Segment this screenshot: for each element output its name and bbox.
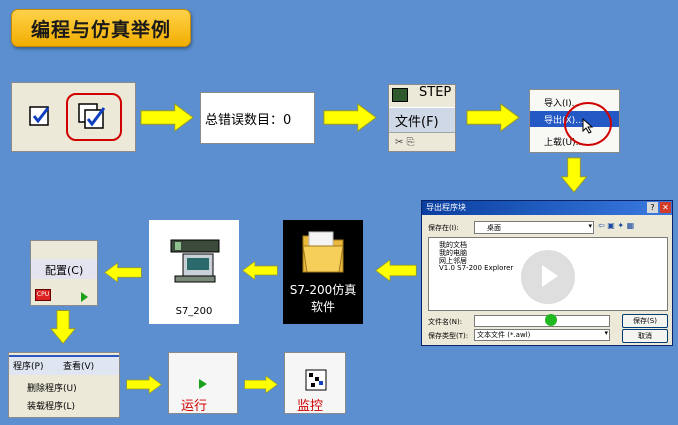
nav-toolbar-icons[interactable]: ⇦ ▣ ✦ ▦ <box>598 221 635 230</box>
menu-item-import[interactable]: 导入(I)... <box>544 99 581 109</box>
plc-station-icon <box>169 238 221 286</box>
monitor-icon[interactable] <box>305 369 327 391</box>
menu-item-upload[interactable]: 上载(U)... <box>544 138 585 148</box>
run-label: 运行 <box>181 399 208 414</box>
run-icon[interactable] <box>81 292 88 302</box>
arrow-3 <box>466 103 520 132</box>
filename-input[interactable] <box>474 314 610 327</box>
file-list[interactable]: 我的文档 我的电脑 网上邻居 V1.0 S7-200 Explorer <box>428 237 668 311</box>
arrow-6 <box>242 258 278 283</box>
filename-label: 文件名(N): <box>428 318 463 326</box>
toolbar-icons: ✂ ⎘ <box>395 137 415 148</box>
compile-all-icon <box>78 103 106 129</box>
menubar: 程序(P) 查看(V) <box>9 355 119 375</box>
save-in-label: 保存在(I): <box>428 224 459 232</box>
run-button[interactable] <box>199 379 207 389</box>
cursor-icon <box>582 117 594 138</box>
program-menu-panel: 程序(P) 查看(V) 删除程序(U) 装载程序(L) <box>8 352 120 418</box>
menu-item-load-program[interactable]: 装载程序(L) <box>27 402 76 412</box>
list-item[interactable]: 网上邻居 <box>439 257 467 265</box>
simulator-folder-panel[interactable]: S7-200仿真 软件 <box>283 220 363 324</box>
highlight-ring <box>564 102 612 146</box>
dialog-titlebar: 导出程序块 ? ✕ <box>422 201 672 215</box>
arrow-7 <box>104 260 142 285</box>
compile-all-button[interactable] <box>66 93 122 141</box>
compile-toolbar-panel <box>11 82 136 152</box>
run-panel: 运行 <box>168 352 238 414</box>
filetype-select[interactable]: 文本文件 (*.awl) ▾ <box>474 329 610 341</box>
arrow-2 <box>322 103 378 132</box>
cursor-marker <box>545 314 557 326</box>
arrow-4 <box>560 157 588 193</box>
monitor-panel: 监控 <box>284 352 346 414</box>
file-menu[interactable]: 文件(F) <box>389 107 455 133</box>
error-count-panel: 总错误数目：0 <box>200 92 315 144</box>
plc-icon[interactable]: CPU <box>35 289 51 301</box>
close-button[interactable]: ✕ <box>660 202 671 213</box>
config-menu[interactable]: 配置(C) <box>31 259 97 279</box>
help-button[interactable]: ? <box>647 202 658 213</box>
play-icon[interactable] <box>521 250 575 304</box>
s7-200-panel[interactable]: S7_200 <box>149 220 239 324</box>
arrow-9 <box>126 372 162 397</box>
arrow-8 <box>50 309 76 345</box>
app-title: STEP <box>419 85 452 100</box>
compile-icon[interactable] <box>28 103 54 129</box>
menu-program[interactable]: 程序(P) <box>13 362 44 372</box>
list-item[interactable]: 我的文档 <box>439 241 467 249</box>
arrow-10 <box>244 372 278 397</box>
chevron-down-icon: ▾ <box>588 222 592 230</box>
app-icon <box>392 88 408 102</box>
page-title: 编程与仿真举例 <box>11 9 191 47</box>
arrow-1 <box>140 103 194 132</box>
monitor-label: 监控 <box>297 399 324 414</box>
menu-view[interactable]: 查看(V) <box>63 362 95 372</box>
export-menu-panel: 导入(I)... 导出(X)... 上载(U)... <box>529 89 620 153</box>
save-in-select[interactable]: 桌面 ▾ <box>474 221 594 234</box>
filetype-label: 保存类型(T): <box>428 332 469 340</box>
list-item[interactable]: V1.0 S7-200 Explorer <box>439 264 514 272</box>
chevron-down-icon: ▾ <box>604 329 608 337</box>
file-menu-label: 文件(F) <box>395 115 439 130</box>
error-count-text: 总错误数目：0 <box>205 112 292 128</box>
simulator-label: S7-200仿真 软件 <box>289 283 357 314</box>
list-item[interactable]: 我的电脑 <box>439 249 467 257</box>
menu-item-delete-program[interactable]: 删除程序(U) <box>27 384 77 394</box>
cancel-button[interactable]: 取消 <box>622 329 668 343</box>
file-menu-panel: STEP 文件(F) ✂ ⎘ <box>388 84 456 152</box>
arrow-5 <box>375 258 417 283</box>
save-button[interactable]: 保存(S) <box>622 314 668 328</box>
folder-icon <box>299 226 347 276</box>
config-menu-panel: 配置(C) CPU <box>30 240 98 306</box>
export-dialog: 导出程序块 ? ✕ 保存在(I): 桌面 ▾ ⇦ ▣ ✦ ▦ 我的文档 我的电脑… <box>421 200 673 346</box>
s7-200-label: S7_200 <box>175 306 213 317</box>
